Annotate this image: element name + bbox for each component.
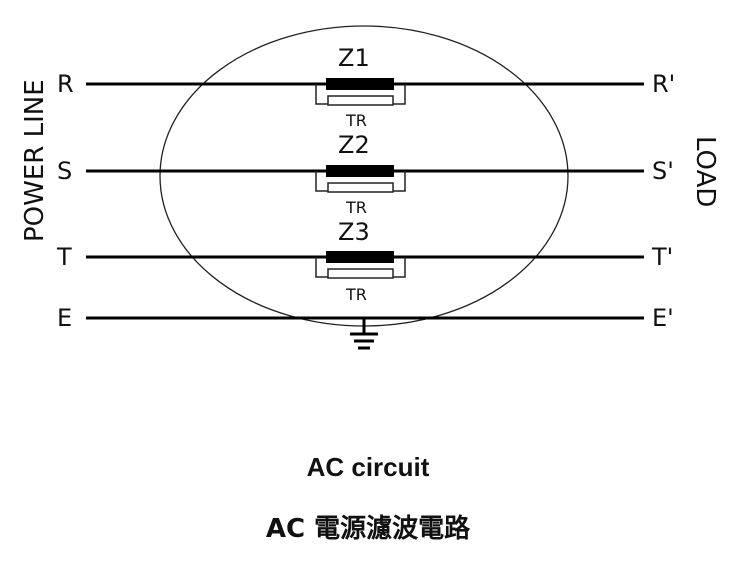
power-line-label: POWER LINE: [20, 79, 50, 242]
tr-z1-label: TR: [345, 111, 367, 130]
ground-icon: [350, 318, 378, 350]
component-z3: Z3 TR: [315, 218, 406, 304]
tr-z1-element: [327, 95, 394, 106]
component-z2-label: Z2: [338, 131, 370, 159]
line-label-e-prime: E': [652, 304, 674, 332]
impedance-z3-body: [326, 251, 394, 263]
line-label-t-prime: T': [651, 243, 673, 271]
line-label-t: T: [56, 243, 72, 271]
tr-z2-label: TR: [345, 198, 367, 217]
caption-title-en: AC circuit: [306, 452, 430, 482]
component-z3-label: Z3: [338, 218, 370, 246]
line-label-r: R: [57, 70, 74, 98]
component-z1-label: Z1: [338, 44, 370, 72]
line-label-e: E: [57, 304, 72, 332]
caption-title-zh: AC 電源濾波電路: [265, 514, 471, 544]
tr-z3-element: [327, 268, 394, 279]
load-label: LOAD: [690, 136, 720, 207]
tr-z2-element: [327, 182, 394, 193]
line-label-r-prime: R': [652, 70, 675, 98]
tr-z3-label: TR: [345, 285, 367, 304]
line-label-s-prime: S': [652, 157, 674, 185]
line-label-s: S: [57, 157, 72, 185]
impedance-z1-body: [326, 78, 394, 90]
impedance-z2-body: [326, 165, 394, 177]
component-z1: Z1 TR: [315, 44, 406, 130]
component-z2: Z2 TR: [315, 131, 406, 217]
